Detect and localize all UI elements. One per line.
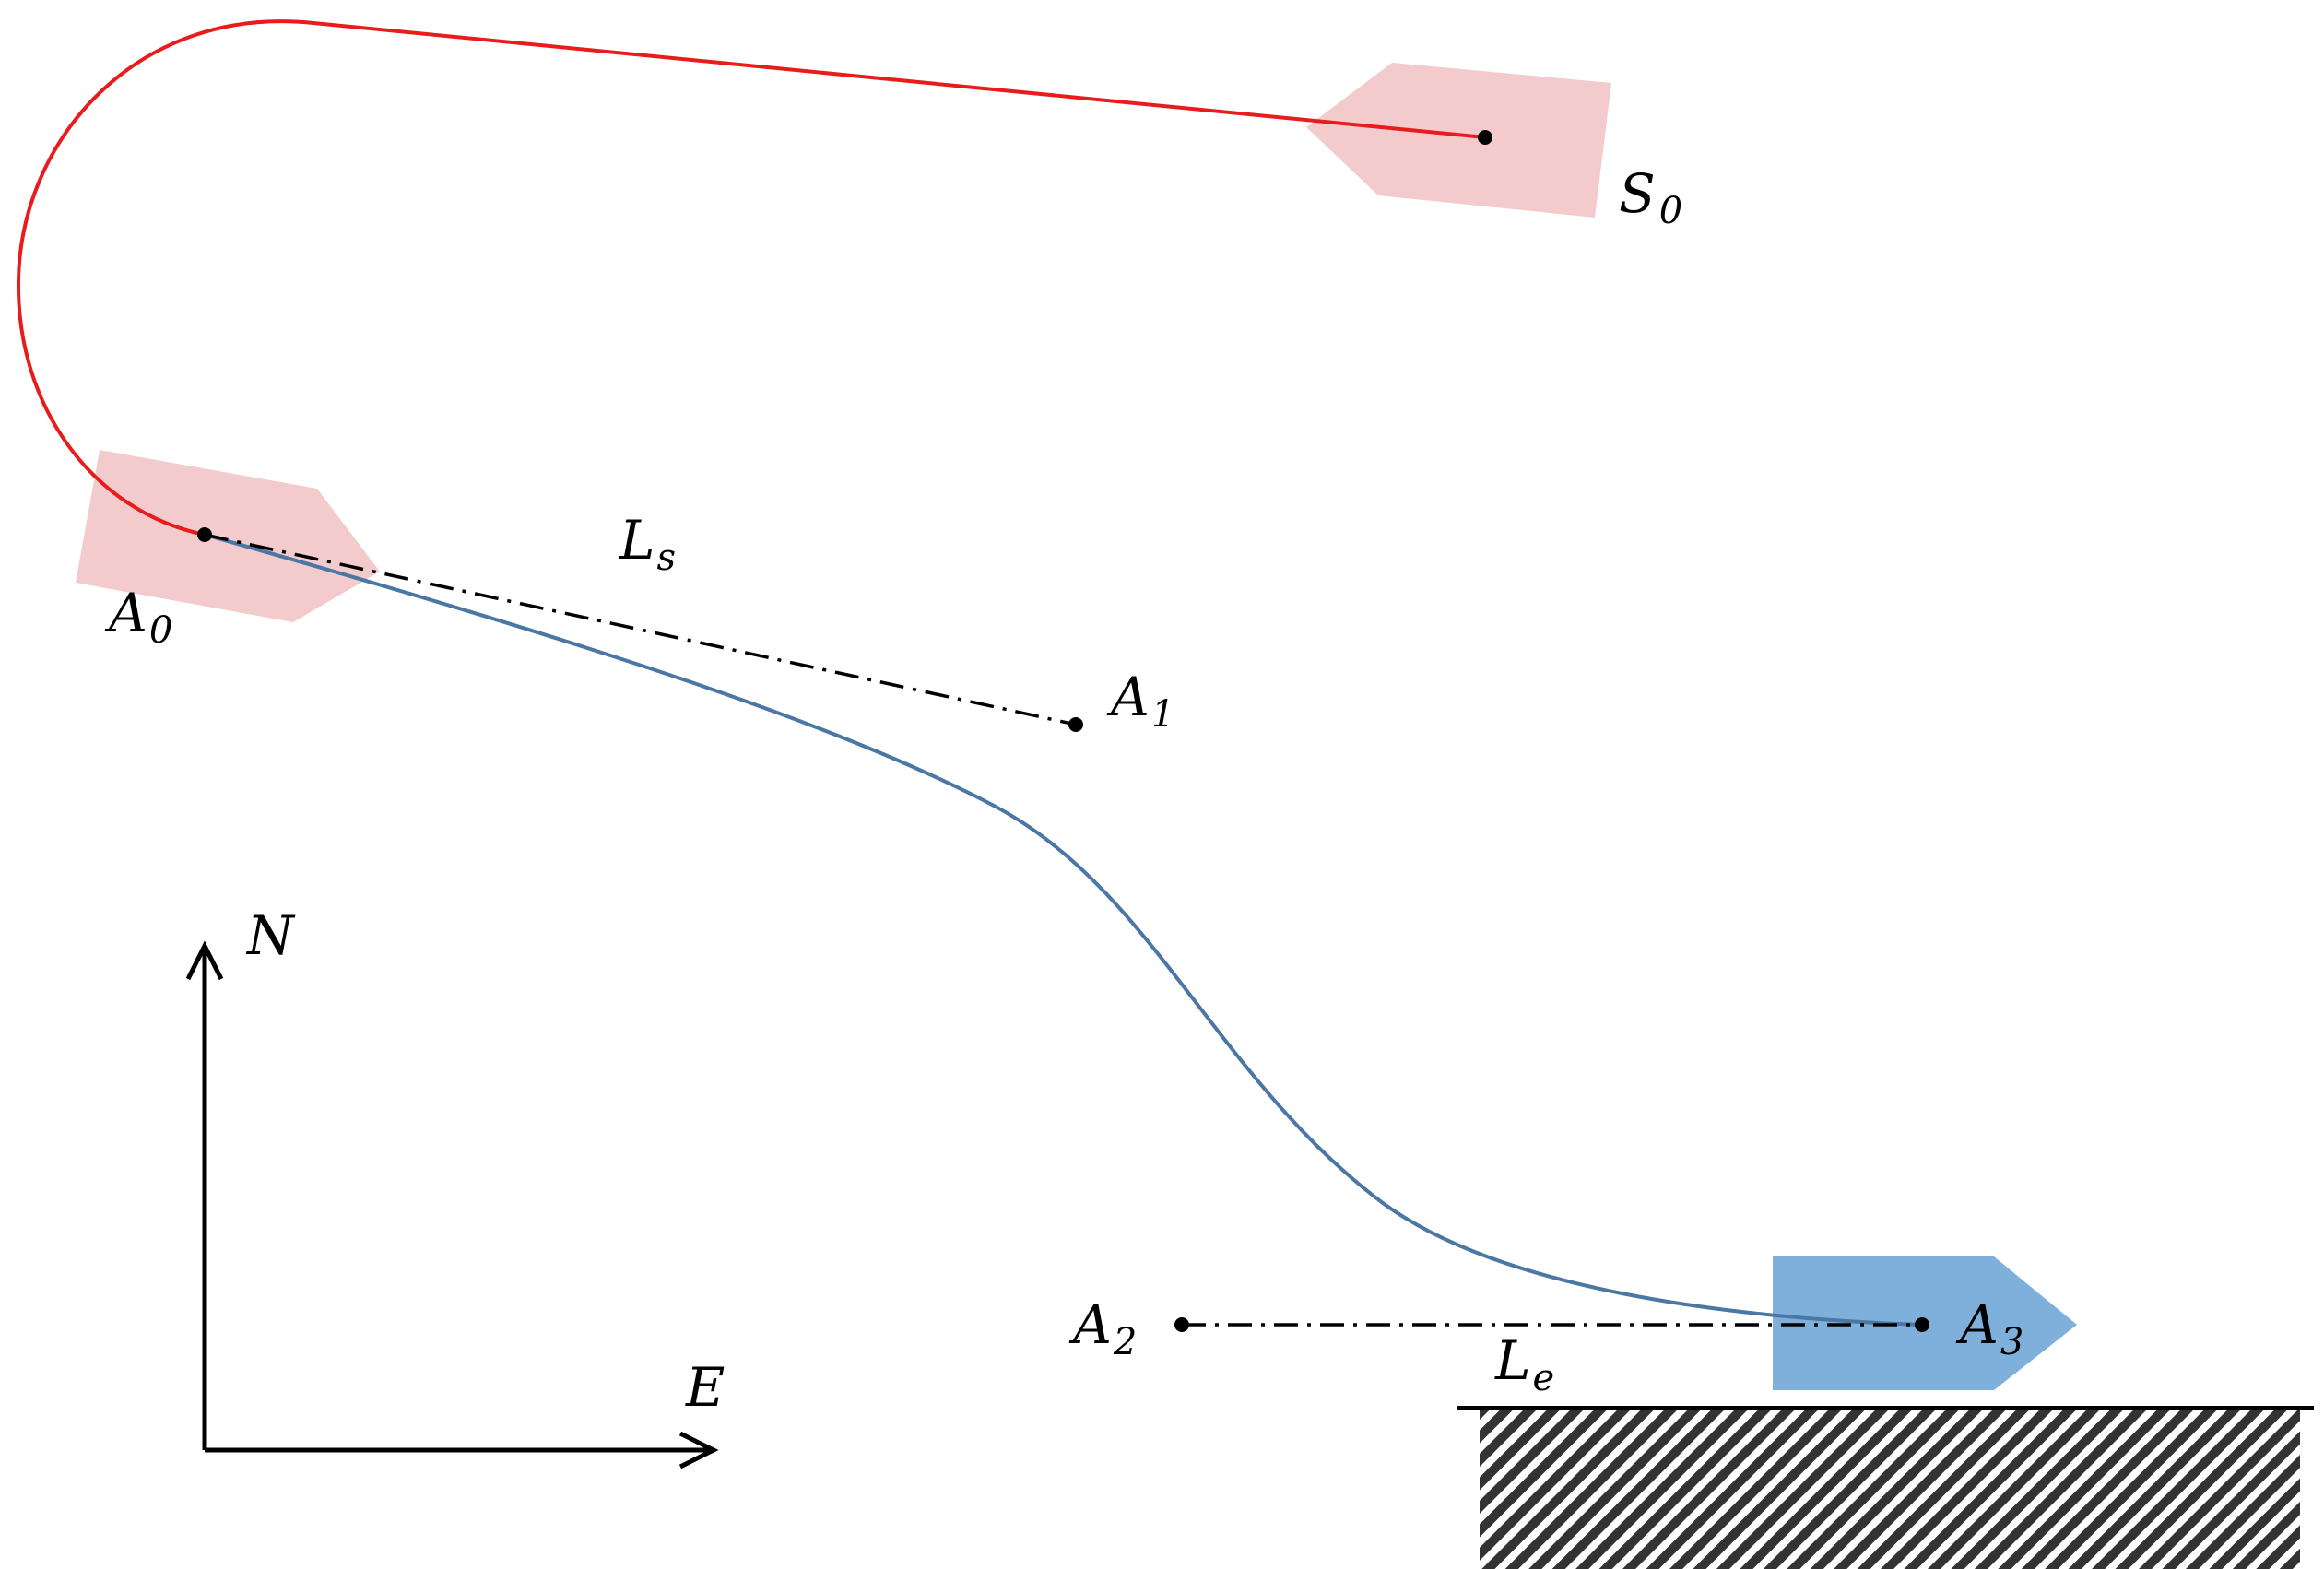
point-a1: [1068, 717, 1083, 732]
red-turning-path: [16, 19, 1486, 537]
point-a2: [1174, 1317, 1189, 1332]
label-north: N: [245, 904, 296, 967]
point-s0: [1478, 130, 1492, 145]
label-le: Le: [1494, 1329, 1554, 1399]
label-east: E: [685, 1356, 725, 1419]
label-a1: A1: [1106, 666, 1174, 736]
ship-a0-hull: [76, 450, 380, 622]
label-a2: A2: [1068, 1293, 1137, 1363]
label-a0: A0: [104, 582, 172, 652]
point-a0: [197, 527, 212, 542]
compass-axes: [185, 940, 719, 1469]
point-a3: [1915, 1317, 1929, 1332]
label-a3: A3: [1955, 1293, 2023, 1363]
ship-s0-hull: [1306, 63, 1611, 218]
quay-hatch: [1480, 1409, 2300, 1569]
blue-docking-path: [204, 533, 1923, 1327]
line-ls: [204, 533, 1077, 726]
label-ls: Ls: [619, 509, 676, 579]
